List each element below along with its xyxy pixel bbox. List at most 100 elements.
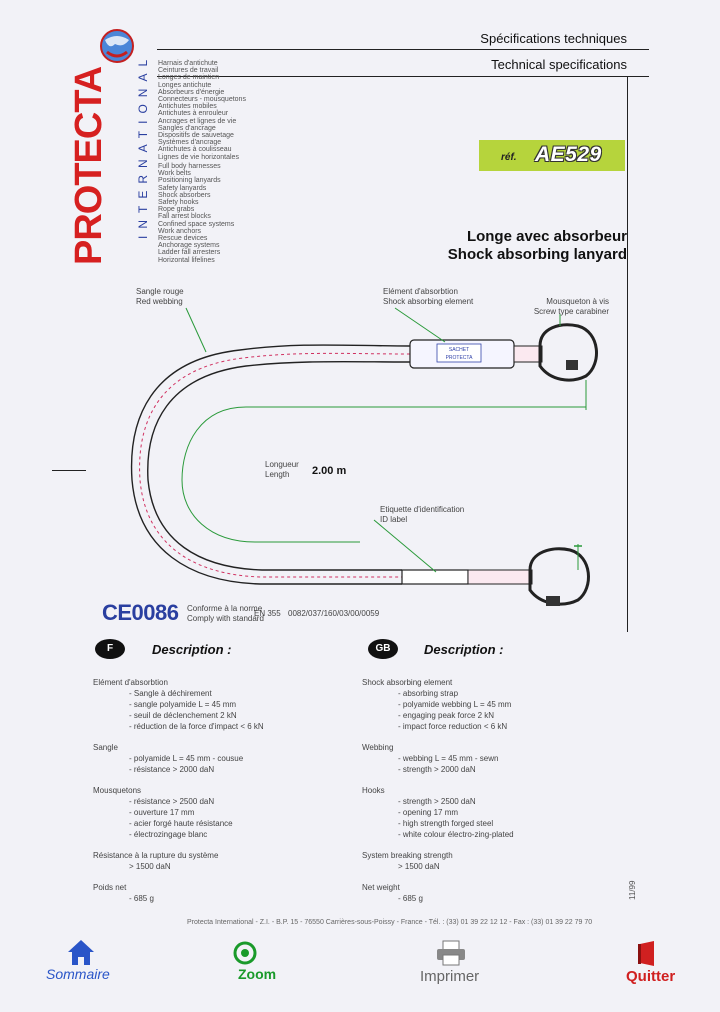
description-heading-en: Description : — [424, 642, 504, 657]
page-title-en: Technical specifications — [491, 57, 627, 72]
category-fr-item: Antichutes à coulisseau — [158, 146, 232, 154]
reference-label: réf. — [501, 152, 517, 163]
page-margin-line — [627, 76, 628, 632]
category-en-item: Full body harnesses — [158, 163, 221, 170]
description-item-line: > 1500 daN — [129, 862, 171, 871]
description-fr: Elément d'absorbtion- Sangle à déchireme… — [93, 677, 333, 914]
nav-print-label: Imprimer — [420, 968, 480, 985]
description-item-line: - 685 g — [398, 894, 423, 903]
category-fr-item: Absorbeurs d'énergie — [158, 88, 225, 96]
product-title-en: Shock absorbing lanyard — [447, 246, 627, 263]
description-item-line: - réduction de la force d'impact < 6 kN — [129, 722, 264, 731]
absorber-tag-line2: PROTECTA — [446, 355, 474, 361]
nav-home-button[interactable]: Sommaire — [40, 936, 120, 986]
category-en-item: Positioning lanyards — [158, 177, 221, 185]
category-en-item: Work belts — [158, 170, 191, 178]
exit-door-icon — [638, 941, 654, 966]
strap-outline-inner — [147, 360, 411, 571]
nav-quit-button[interactable]: Quitter — [624, 936, 684, 986]
description-item-head: Poids net — [93, 883, 127, 892]
length-value: 2.00 m — [312, 465, 347, 477]
top-carabiner-lock — [566, 360, 578, 370]
description-item-line: - sangle polyamide L = 45 mm — [129, 700, 237, 709]
category-fr-item: Longes antichute — [158, 81, 212, 89]
category-en-item: Safety hooks — [158, 199, 199, 207]
brand-name-text: PROTECTA — [68, 66, 110, 265]
length-dimension-line — [181, 406, 586, 543]
nav-zoom-label: Zoom — [238, 966, 277, 982]
description-item-line: - strength > 2000 daN — [398, 765, 476, 774]
strap-label-fr: Sangle rouge — [136, 287, 184, 296]
header-rule-top — [157, 49, 649, 50]
length-label-fr: Longueur — [265, 460, 299, 469]
length-label: Longueur Length — [265, 460, 299, 480]
category-fr-item: Ceintures de travail — [158, 67, 219, 75]
description-item-line: - strength > 2500 daN — [398, 797, 476, 806]
absorber-tag-line1: SACHET — [449, 347, 469, 353]
product-title-fr: Longe avec absorbeur — [466, 228, 627, 245]
brand-name: PROTECTA — [68, 55, 110, 265]
nav-zoom-button[interactable]: Zoom — [230, 936, 290, 986]
header-rule-bottom — [157, 76, 649, 77]
category-fr-item: Lignes de vie horizontales — [158, 153, 239, 161]
category-en-item: Ladder fall arresters — [158, 249, 221, 257]
description-item-line: - acier forgé haute résistance — [129, 819, 233, 828]
strap-label: Sangle rouge Red webbing — [136, 287, 184, 307]
description-item-line: - résistance > 2000 daN — [129, 765, 215, 774]
category-fr-item: Dispositifs de sauvetage — [158, 132, 234, 140]
conformity-cert: 0082/037/160/03/00/0059 — [288, 609, 380, 618]
id-label-en: ID label — [380, 515, 408, 524]
category-en-item: Work anchors — [158, 227, 202, 235]
conformity-text-fr: Conforme à la norme — [187, 604, 263, 613]
ce-mark: CE0086 — [102, 600, 179, 625]
description-heading-fr: Description : — [152, 642, 232, 657]
nav-quit-label: Quitter — [626, 968, 676, 985]
description-item-line: > 1500 daN — [398, 862, 440, 871]
description-item-line: - impact force reduction < 6 kN — [398, 722, 508, 731]
category-en-item: Safety lanyards — [158, 184, 207, 192]
printer-icon — [437, 940, 465, 966]
side-tick — [52, 470, 86, 471]
description-item-head: Sangle — [93, 743, 118, 752]
description-item-line: - white colour électro-zing-plated — [398, 830, 514, 839]
description-item-line: - polyamide L = 45 mm - cousue — [129, 754, 244, 763]
nav-print-button[interactable]: Imprimer — [418, 936, 498, 986]
description-item-line: - Sangle à déchirement — [129, 689, 212, 698]
category-fr-item: Sangles d'ancrage — [158, 124, 216, 132]
description-item-head: System breaking strength — [362, 851, 453, 860]
description-item-line: - polyamide webbing L = 45 mm — [398, 700, 512, 709]
id-label-sleeve — [401, 569, 469, 585]
top-carabiner-icon — [538, 323, 598, 382]
category-fr-item: Ancrages et lignes de vie — [158, 117, 237, 125]
absorber-label: Elément d'absorbtion Shock absorbing ele… — [383, 287, 473, 307]
id-label-leader-line — [373, 519, 437, 573]
description-item-line: - engaging peak force 2 kN — [398, 711, 495, 720]
description-item-head: Webbing — [362, 743, 394, 752]
footer-date: 11/99 — [628, 880, 637, 900]
id-label: Etiquette d'identification ID label — [380, 505, 464, 525]
brand-sub-text: INTERNATIONAL — [136, 52, 150, 239]
bottom-carabiner-icon — [528, 547, 590, 606]
description-item-line: - opening 17 mm — [398, 808, 459, 817]
hook-label-fr: Mousqueton à vis — [546, 297, 609, 306]
category-en-item: Shock absorbers — [158, 191, 211, 199]
category-en-item: Fall arrest blocks — [158, 213, 211, 221]
absorber-tag — [436, 343, 482, 363]
description-item-line: - webbing L = 45 mm - sewn — [398, 754, 499, 763]
description-en: Shock absorbing element- absorbing strap… — [362, 677, 622, 914]
category-en-item: Confined space systems — [158, 220, 235, 228]
category-fr-item: Antichutes mobiles — [158, 103, 217, 111]
home-icon — [68, 940, 94, 965]
category-fr-item: Harnais d'antichute — [158, 60, 218, 67]
category-fr-item: Systèmes d'ancrage — [158, 139, 222, 147]
conformity-text: Conforme à la norme Comply with standard — [187, 604, 264, 624]
description-item-line: - ouverture 17 mm — [129, 808, 195, 817]
description-item-head: Hooks — [362, 786, 385, 795]
absorber-label-en: Shock absorbing element — [383, 297, 474, 306]
category-fr-item: Connecteurs - mousquetons — [158, 96, 246, 104]
id-label-fr: Etiquette d'identification — [380, 505, 465, 514]
absorber-label-fr: Elément d'absorbtion — [383, 287, 458, 296]
page-title-fr: Spécifications techniques — [480, 31, 627, 46]
